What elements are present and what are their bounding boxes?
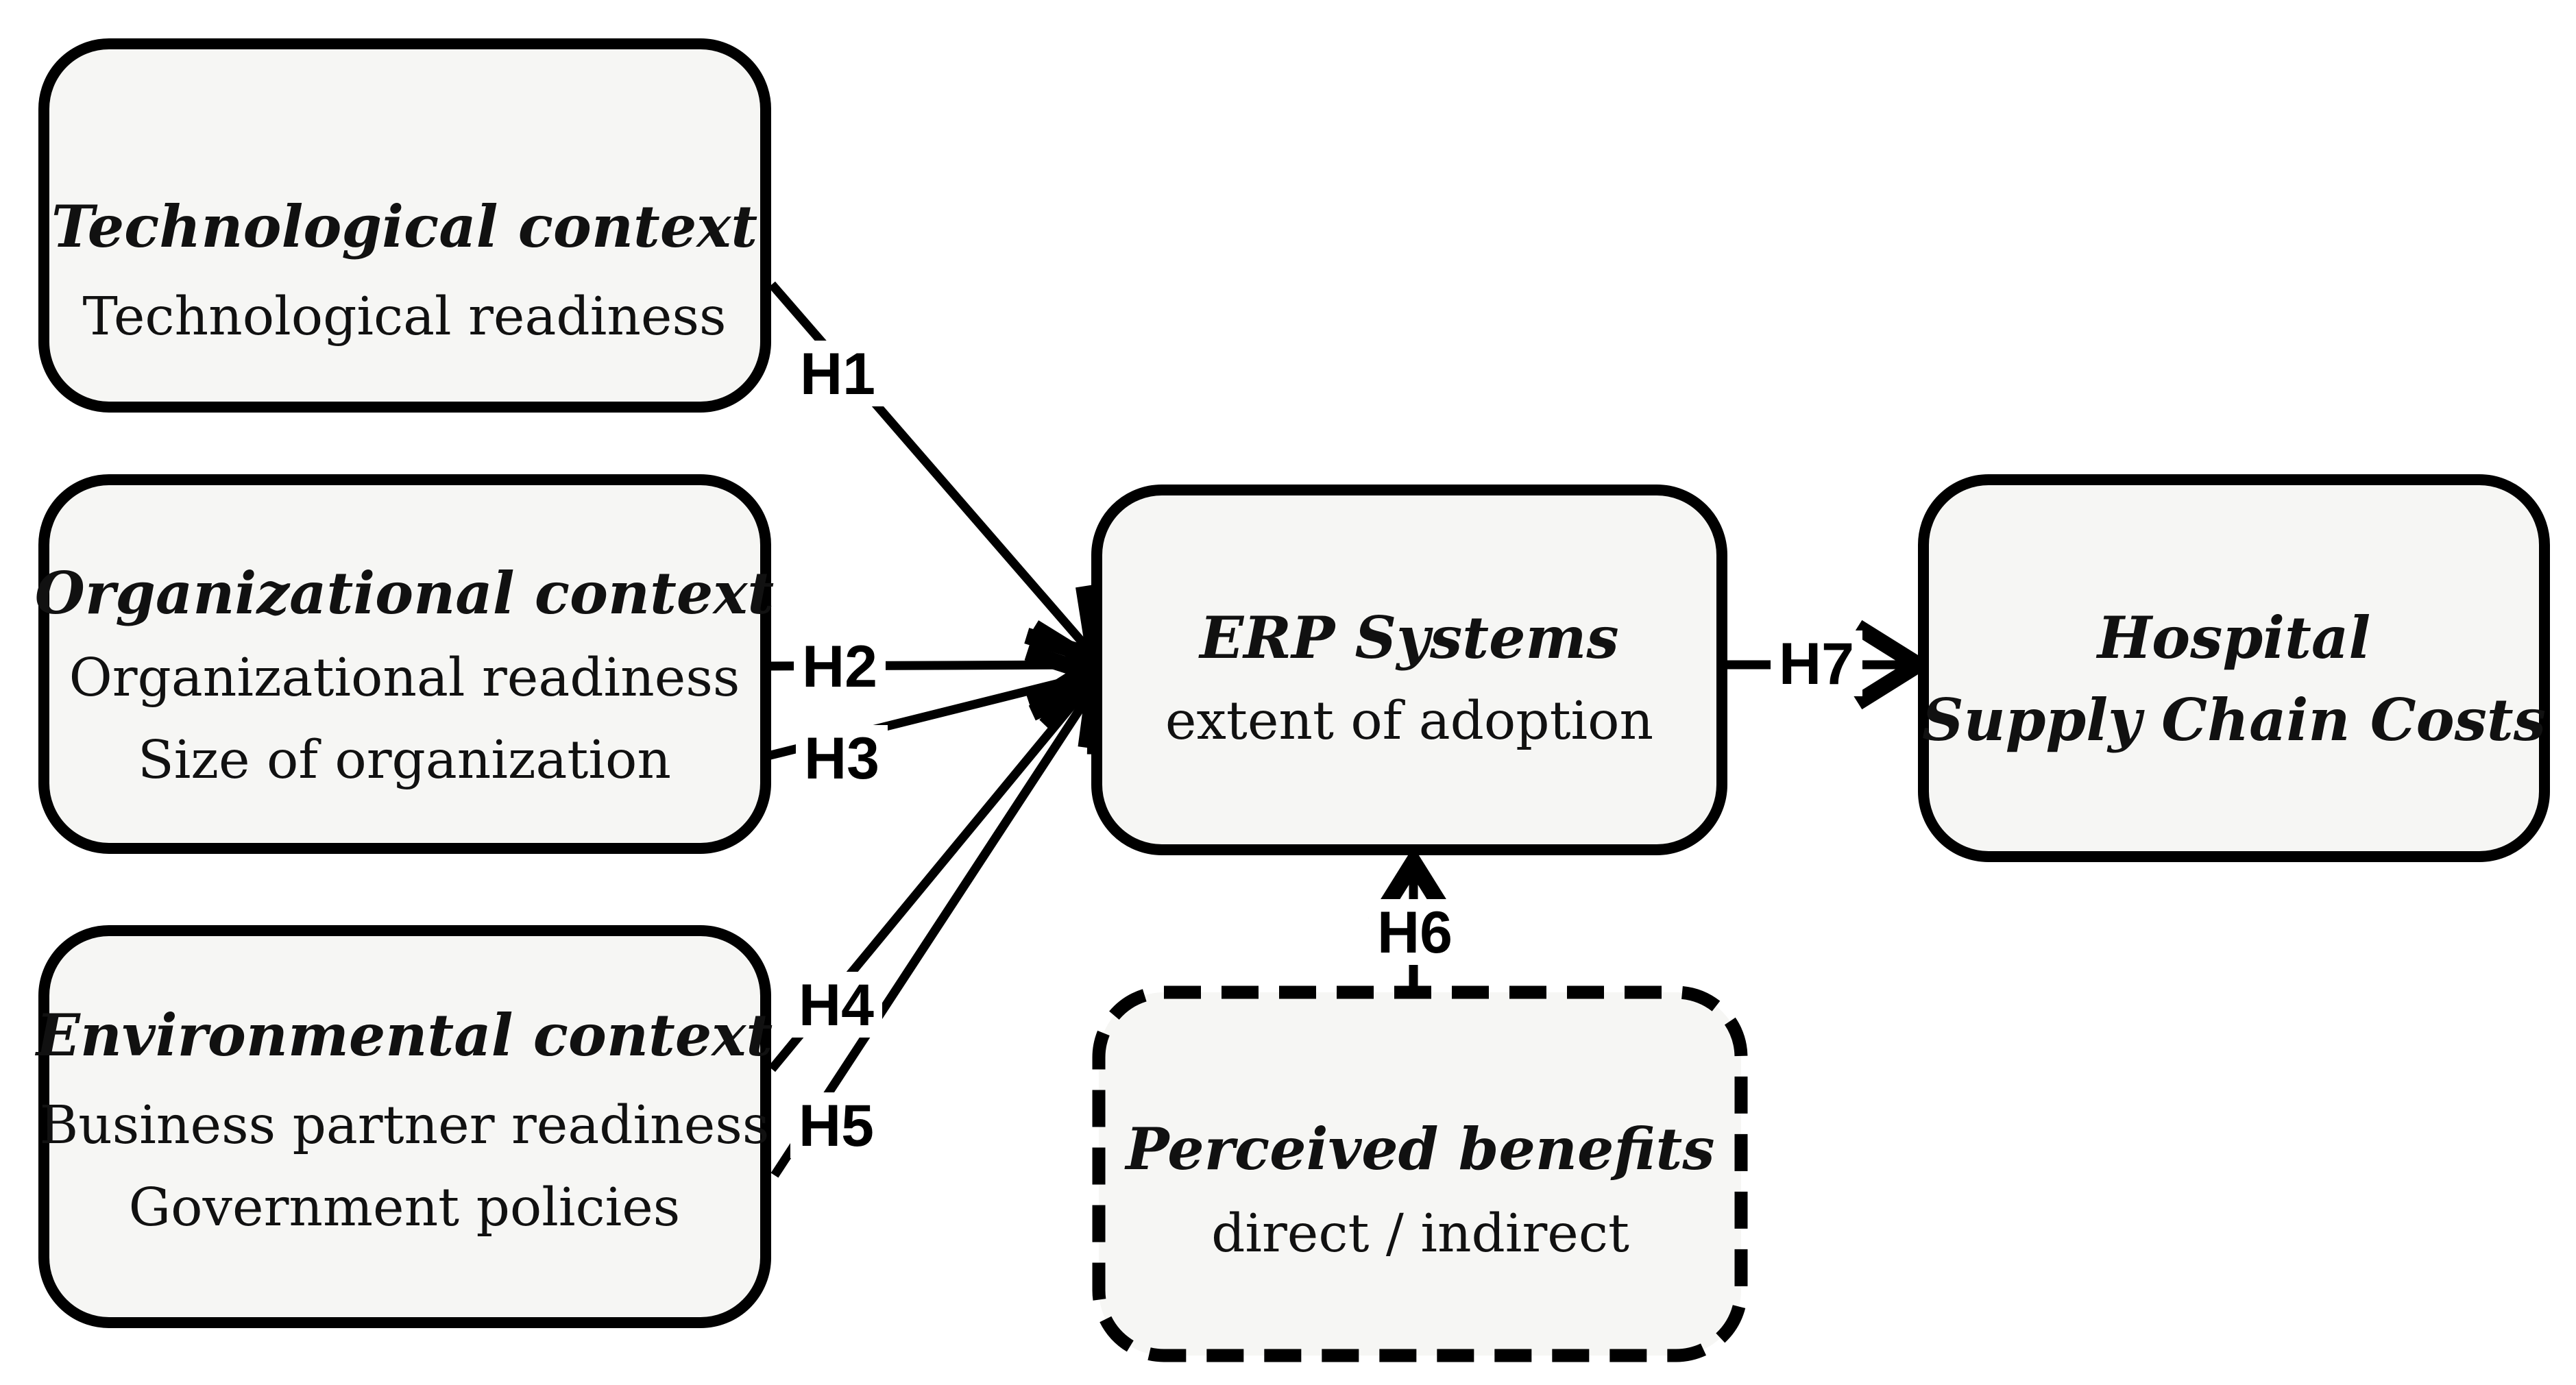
h6-label-bg (1369, 899, 1461, 965)
h4-label-bg (790, 972, 882, 1038)
hospital-supply-chain-costs-node (1918, 474, 2550, 862)
h4-label: H4 (799, 972, 874, 1038)
environmental-context-title: Environmental context (35, 1001, 773, 1069)
h1-label: H1 (800, 341, 875, 407)
erp-systems-line1: extent of adoption (1165, 691, 1653, 752)
h5-label: H5 (799, 1093, 874, 1159)
h1-label-bg (792, 341, 884, 406)
environmental-context-line1: Business partner readiness (40, 1095, 770, 1156)
environmental-context-node (38, 925, 771, 1328)
perceived-benefits-title: Perceived benefits (1124, 1115, 1714, 1183)
technological-context-line1: Technological readiness (82, 286, 726, 347)
environmental-context-line2: Government policies (129, 1177, 681, 1238)
organizational-context-line2: Size of organization (138, 730, 671, 791)
h1-arrow (768, 281, 1105, 669)
h3-label-bg (796, 725, 888, 791)
organizational-context-line1: Organizational readiness (69, 648, 740, 709)
organizational-context-title: Organizational context (35, 559, 774, 627)
perceived-benefits-line1: direct / indirect (1211, 1203, 1629, 1264)
h7-label: H7 (1779, 631, 1854, 697)
h7-label-bg (1771, 630, 1862, 696)
technological-context-node (38, 38, 771, 413)
h6-label: H6 (1377, 900, 1453, 966)
perceived-benefits-node (1092, 985, 1748, 1362)
erp-systems-title: ERP Systems (1198, 604, 1618, 672)
technological-context-title: Technological context (51, 193, 757, 260)
h5-label-bg (790, 1092, 882, 1158)
h3-label: H3 (804, 726, 879, 792)
h2-label: H2 (802, 634, 877, 700)
h2-label-bg (794, 633, 886, 699)
hospital-title-line1: Hospital (2096, 604, 2370, 672)
hospital-title-line2: Supply Chain Costs (1922, 686, 2546, 754)
organizational-context-node (38, 474, 771, 854)
erp-systems-node (1091, 485, 1727, 855)
